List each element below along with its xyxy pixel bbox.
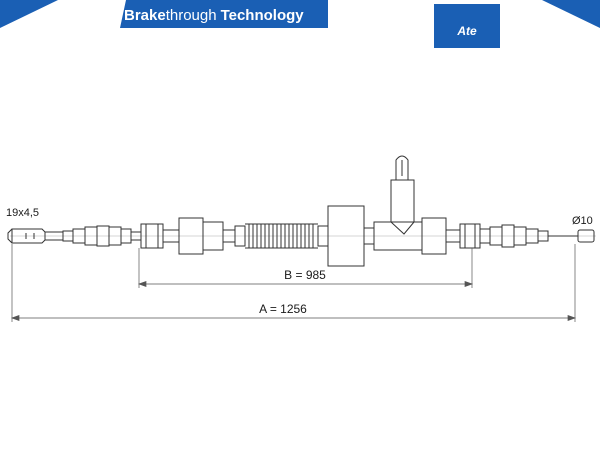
brand-banner bbox=[120, 0, 328, 28]
dimension-a bbox=[10, 244, 577, 322]
header-left-triangle bbox=[0, 0, 58, 28]
left-bellows bbox=[62, 225, 132, 247]
right-end-label: Ø10 bbox=[572, 215, 593, 227]
ate-logo-text: Ate bbox=[456, 24, 477, 38]
cable-assembly bbox=[7, 155, 596, 267]
left-end-label: 19x4,5 bbox=[6, 207, 39, 219]
corrugated-sleeve bbox=[234, 223, 329, 249]
ate-logo bbox=[434, 4, 500, 48]
header-right-triangle bbox=[542, 0, 600, 28]
dimension-b bbox=[137, 248, 474, 288]
right-bellows bbox=[479, 224, 549, 248]
right-end-nipple bbox=[577, 229, 595, 243]
dimension-b-label: B = 985 bbox=[284, 268, 326, 282]
dimension-a-label: A = 1256 bbox=[259, 302, 307, 316]
